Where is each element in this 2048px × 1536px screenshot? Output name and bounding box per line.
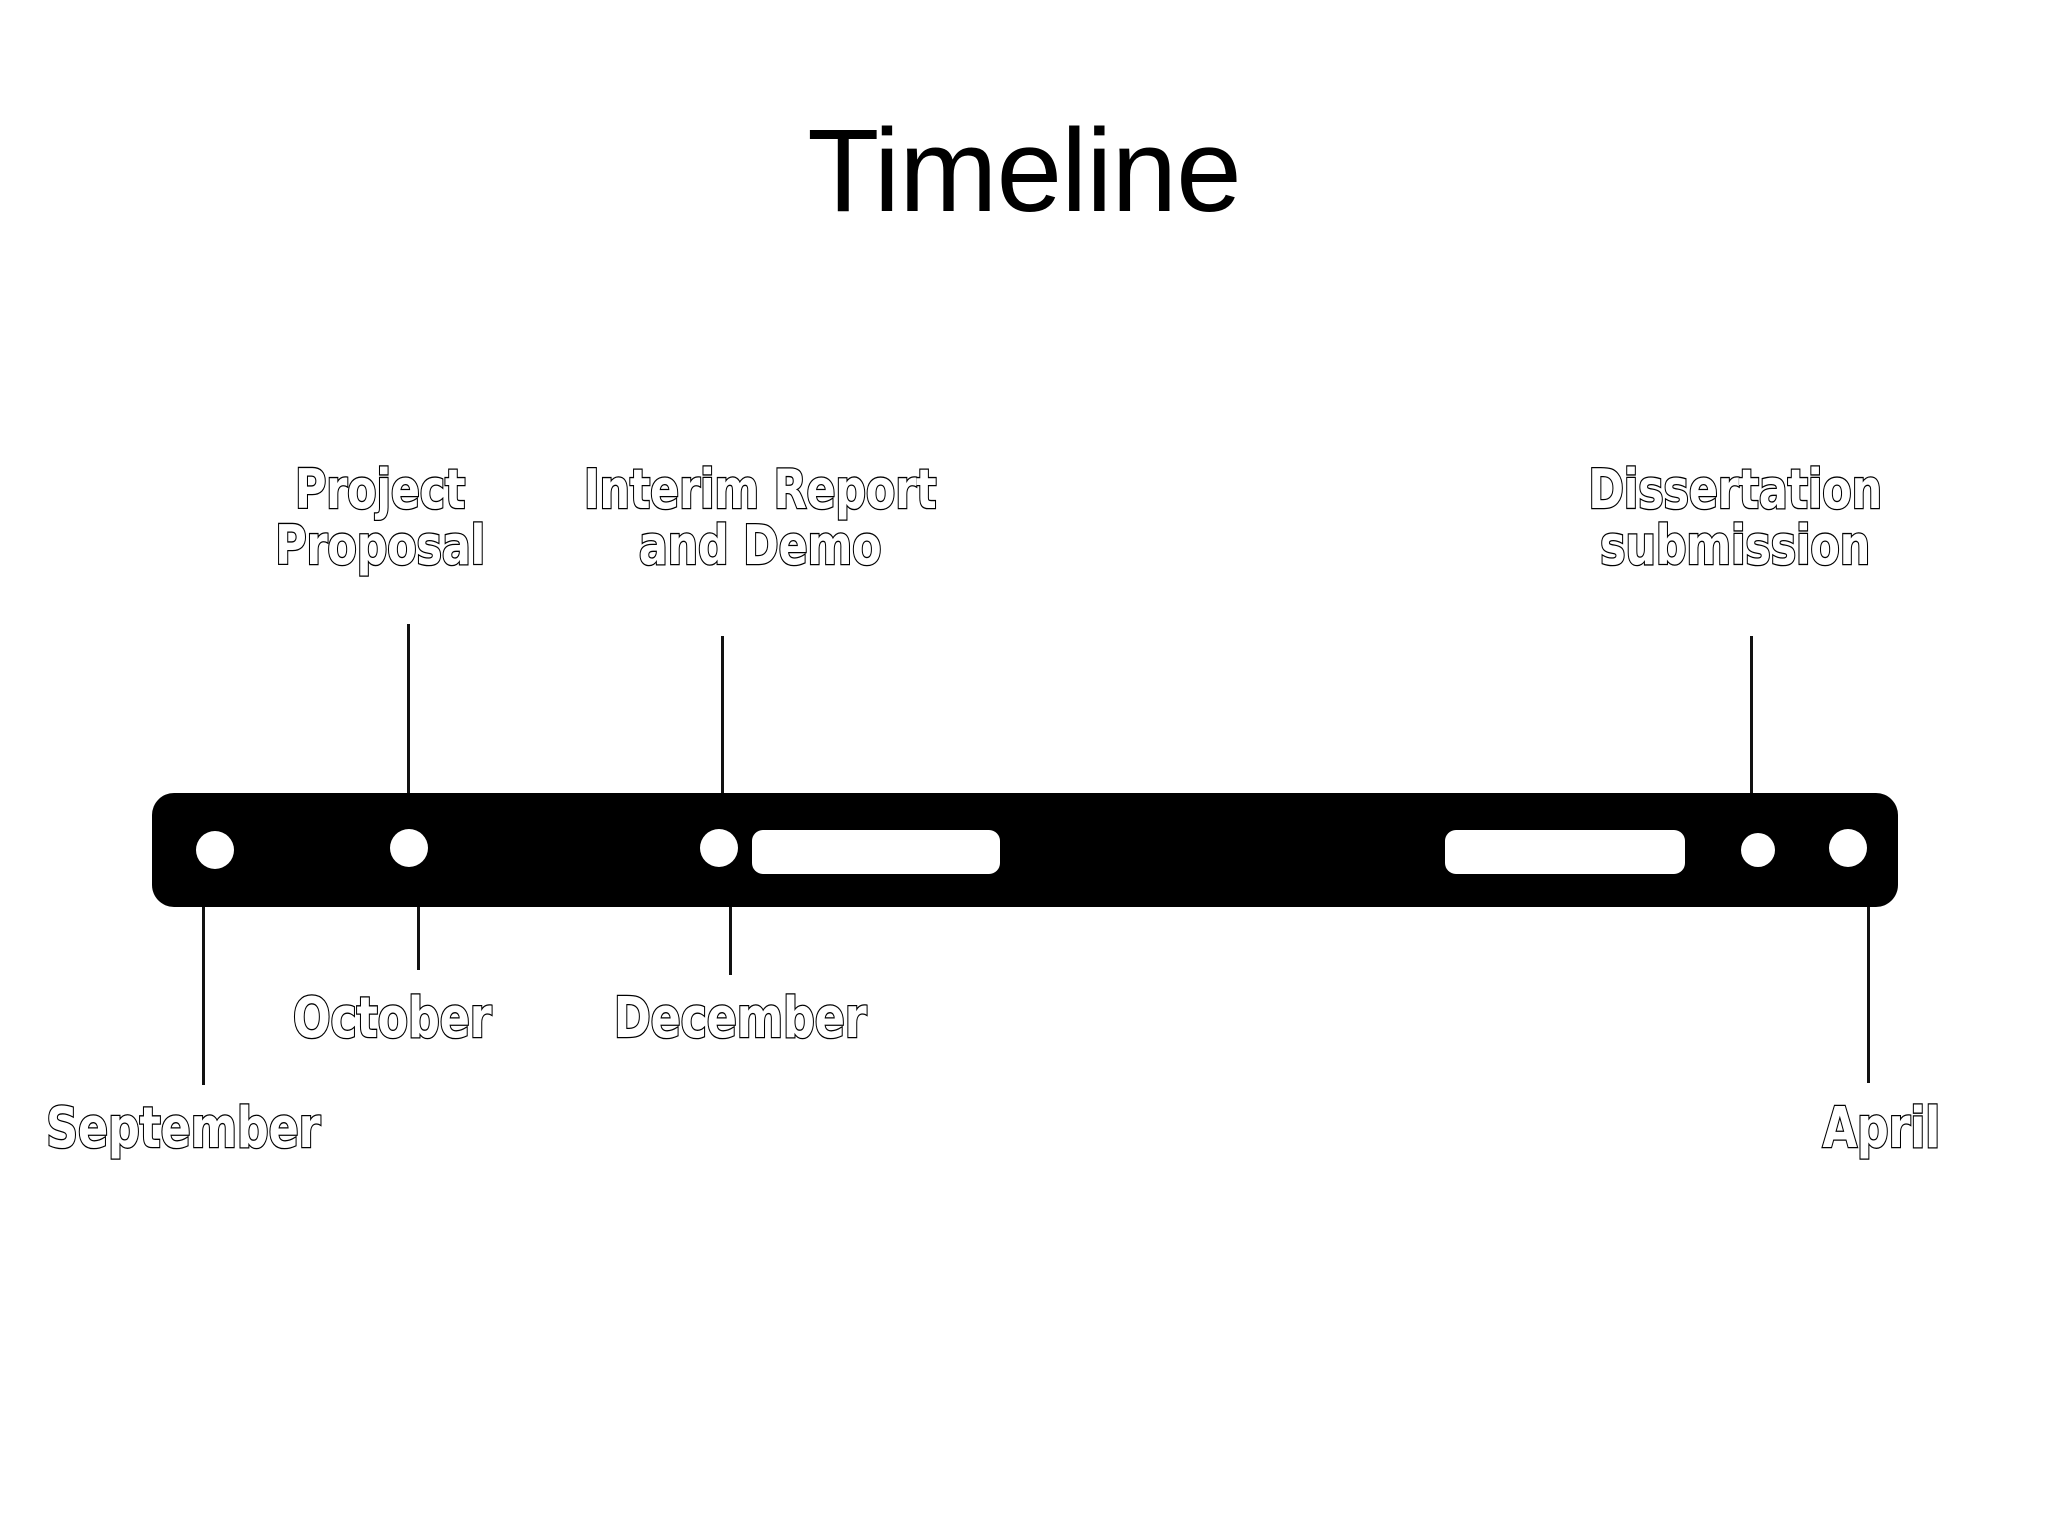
month-label-december: December	[613, 986, 868, 1051]
leader-line-december	[729, 907, 732, 975]
leader-line-october	[417, 907, 420, 970]
month-label-october: October	[292, 986, 493, 1051]
timeline-marker-dissertation[interactable]	[1741, 833, 1775, 867]
timeline-bar	[152, 793, 1898, 907]
milestone-label-interim-report: Interim Report and Demo	[583, 458, 938, 578]
leader-line-april	[1867, 907, 1870, 1083]
leader-line-dissertation-submission	[1750, 636, 1753, 795]
timeline-marker-april[interactable]	[1829, 829, 1867, 867]
month-label-april: April	[1821, 1096, 1941, 1161]
timeline-phase-bar-1[interactable]	[752, 830, 1000, 874]
milestone-label-project-proposal: Project Proposal	[274, 458, 486, 578]
timeline-marker-september[interactable]	[196, 831, 234, 869]
page-title: Timeline	[807, 105, 1242, 237]
leader-line-project-proposal	[407, 624, 410, 795]
month-label-september: September	[45, 1096, 322, 1161]
timeline-marker-december[interactable]	[700, 829, 738, 867]
timeline-phase-bar-2[interactable]	[1445, 830, 1685, 874]
timeline-marker-october[interactable]	[390, 829, 428, 867]
milestone-label-dissertation-submission: Dissertation submission	[1587, 458, 1883, 578]
leader-line-interim-report	[721, 636, 724, 795]
leader-line-september	[202, 907, 205, 1085]
